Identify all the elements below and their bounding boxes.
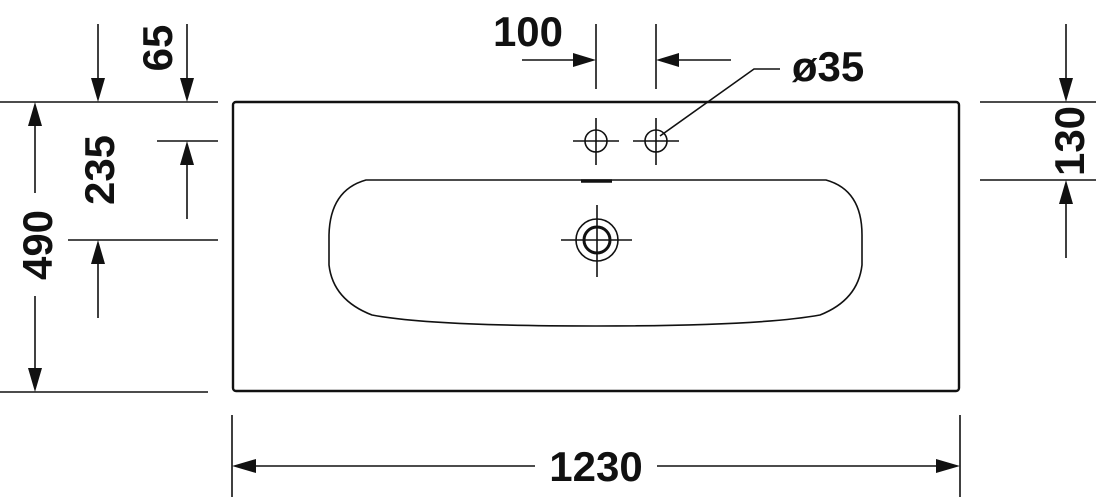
dimension-label-edge-offset: 65 xyxy=(134,25,181,72)
dimension-overall-depth: 490 xyxy=(14,102,61,392)
tap-hole-left xyxy=(573,118,619,165)
dimension-label-overall-depth: 490 xyxy=(14,210,61,280)
dimension-label-tap-diameter: ø35 xyxy=(792,43,864,90)
basin-bowl xyxy=(328,179,863,327)
dimension-label-overall-width: 1230 xyxy=(549,443,642,490)
dimension-tap-spacing: 100 xyxy=(493,8,731,89)
dimension-label-tap-from-back: 130 xyxy=(1046,106,1093,176)
dimension-label-basin-center: 235 xyxy=(76,135,123,205)
dimension-overall-width: 1230 xyxy=(231,415,961,497)
dimension-tap-from-back: 130 xyxy=(980,24,1096,258)
dimension-label-tap-spacing: 100 xyxy=(493,8,563,55)
dimension-tap-diameter: ø35 xyxy=(659,43,864,137)
countertop-outline xyxy=(231,100,961,393)
tap-hole-right xyxy=(633,118,679,165)
dimension-edge-offset: 65 xyxy=(91,24,194,102)
dimension-basin-center: 235 xyxy=(76,135,194,318)
drain-symbol xyxy=(561,205,632,277)
